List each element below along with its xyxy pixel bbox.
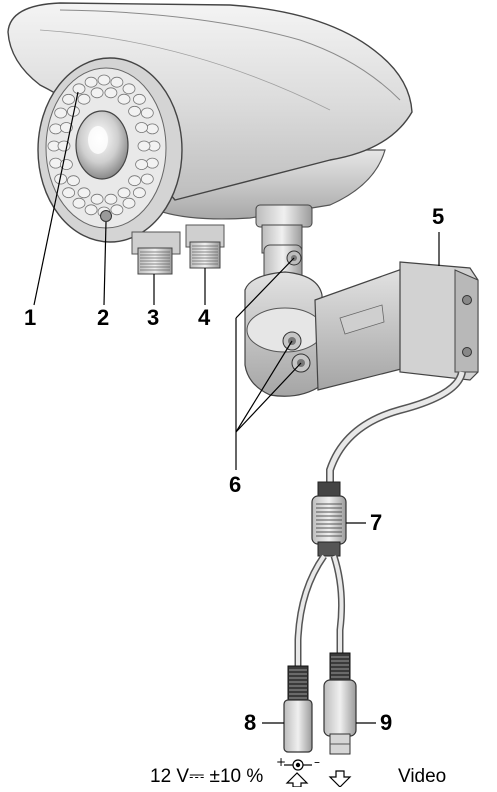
callout-9: 9 <box>380 710 393 735</box>
ir-led <box>90 193 104 205</box>
ir-led <box>77 93 91 105</box>
ir-led <box>132 93 146 105</box>
leader-1 <box>33 91 79 306</box>
callout-3: 3 <box>147 305 160 330</box>
ir-led <box>145 123 159 135</box>
ir-led <box>110 204 124 216</box>
ir-led <box>122 197 136 209</box>
ir-led <box>84 76 98 88</box>
plus-sign: + <box>276 755 287 769</box>
cable <box>294 370 466 668</box>
ir-led <box>110 76 124 88</box>
callout-4: 4 <box>198 305 211 330</box>
ir-led <box>132 187 146 199</box>
ir-led <box>54 107 68 119</box>
ir-led <box>104 87 118 99</box>
ir-led <box>128 175 142 187</box>
ir-led <box>72 197 86 209</box>
leader-6c <box>235 340 293 433</box>
ir-led <box>77 187 91 199</box>
arrow-up-icon <box>285 772 309 788</box>
minus-sign: – <box>314 755 320 769</box>
ir-led <box>117 93 131 105</box>
video-label: Video <box>398 766 447 787</box>
ir-led-ring <box>47 74 161 218</box>
callout-5: 5 <box>432 204 445 229</box>
callout-8: 8 <box>244 710 257 735</box>
ir-led <box>49 157 63 169</box>
ir-led <box>122 83 136 95</box>
ir-led <box>135 159 149 170</box>
ir-led <box>117 187 131 199</box>
ir-led <box>72 83 86 95</box>
ir-led <box>60 122 73 133</box>
ir-led <box>84 204 98 216</box>
power-spec-label: 12 V⎓ ±10 % <box>150 766 264 787</box>
center-positive-polarity-icon <box>284 759 312 771</box>
ir-led <box>67 175 80 187</box>
leader-6d <box>235 362 302 433</box>
camera-lens <box>75 110 129 180</box>
callout-1: 1 <box>24 305 37 330</box>
ir-led <box>62 93 75 105</box>
video-connector <box>323 652 357 755</box>
ir-led <box>140 173 154 185</box>
ir-led <box>145 157 159 169</box>
light-sensor <box>100 210 112 222</box>
ir-led <box>90 87 104 99</box>
ir-led <box>62 187 75 199</box>
leader-6b <box>235 257 295 319</box>
ir-led <box>104 193 118 205</box>
leader-2 <box>103 221 107 306</box>
adjustment-knobs <box>131 224 225 275</box>
power-connector <box>283 665 313 753</box>
ir-led <box>140 107 154 119</box>
mount-bracket <box>244 204 479 397</box>
callout-6: 6 <box>229 472 242 497</box>
arrow-down-icon <box>328 770 352 788</box>
ir-led <box>97 74 111 86</box>
ir-led <box>137 140 151 152</box>
ir-led <box>128 105 142 117</box>
ir-led <box>49 123 63 135</box>
leader-lines <box>33 91 440 724</box>
callout-7: 7 <box>370 510 383 535</box>
callout-2: 2 <box>97 305 110 330</box>
ir-led <box>135 122 149 133</box>
ir-led <box>57 140 71 152</box>
